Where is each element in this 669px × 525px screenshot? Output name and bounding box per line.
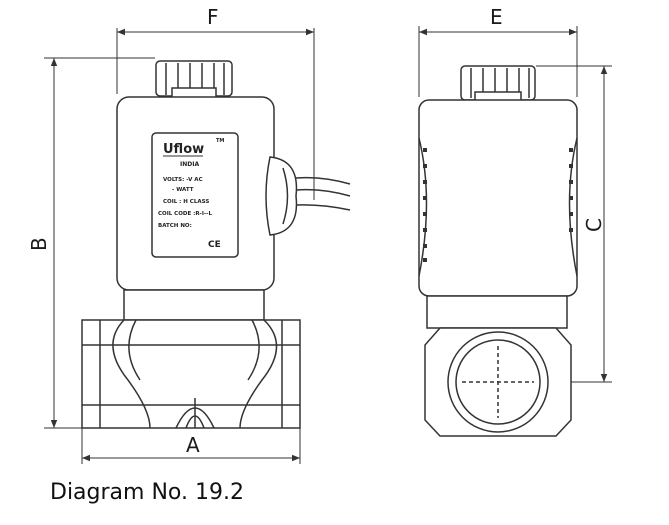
nameplate: Uflow TM INDIA VOLTS: -V AC - WATT COIL … bbox=[151, 132, 239, 258]
side-label-marks bbox=[423, 148, 573, 262]
nameplate-coil: COIL : H CLASS bbox=[163, 199, 209, 205]
ce-mark: CE bbox=[208, 240, 221, 250]
diagram-caption: Diagram No. 19.2 bbox=[50, 480, 244, 505]
dim-b-label: B bbox=[27, 237, 51, 251]
nameplate-batch: BATCH NO: bbox=[158, 223, 192, 229]
dim-c-label: C bbox=[582, 218, 606, 232]
side-neck bbox=[426, 295, 568, 329]
nameplate-country: INDIA bbox=[180, 161, 199, 168]
dim-f-label: F bbox=[207, 5, 219, 29]
dim-e-label: E bbox=[490, 5, 503, 29]
nameplate-tm: TM bbox=[216, 138, 224, 144]
dimension-lines bbox=[44, 26, 612, 464]
nameplate-coil-code: COIL CODE :R-I--L bbox=[158, 211, 212, 217]
side-coil-housing bbox=[418, 99, 578, 297]
front-neck bbox=[123, 289, 265, 321]
dim-a-label: A bbox=[186, 433, 200, 457]
side-view bbox=[418, 65, 578, 437]
nameplate-watt: - WATT bbox=[172, 187, 194, 193]
nameplate-brand: Uflow bbox=[163, 142, 204, 157]
nameplate-volts: VOLTS: -V AC bbox=[163, 177, 203, 183]
cable-gland bbox=[265, 156, 298, 236]
